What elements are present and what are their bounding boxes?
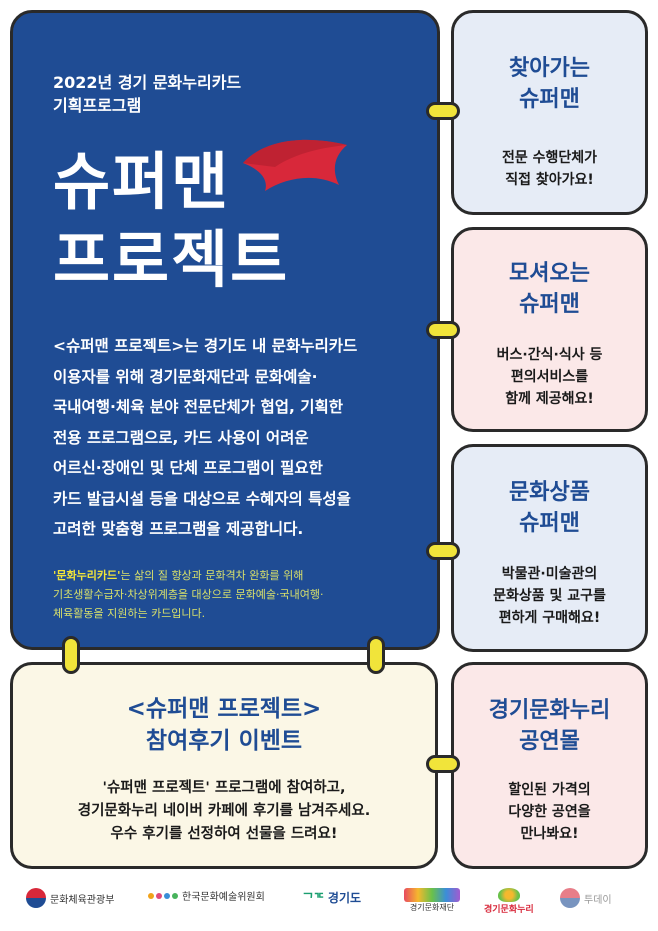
sponsor-logos: 문화체육관광부 한국문화예술위원회 ᄀᄀᄃ 경기도 경기문화재단 경기문화누리 … (0, 880, 658, 930)
logo-ggcf: 경기문화재단 (404, 888, 460, 913)
program-subtitle: 2022년 경기 문화누리카드 기획프로그램 (53, 71, 241, 117)
card-title-line: 슈퍼맨 (519, 87, 580, 112)
feature-card-visiting: 찾아가는 슈퍼맨 전문 수행단체가 직접 찾아가요! (451, 10, 648, 215)
event-title-line: 참여후기 이벤트 (145, 728, 303, 754)
event-body-line: 경기문화누리 네이버 카페에 후기를 남겨주세요. (77, 803, 371, 819)
tree-icon (497, 888, 520, 902)
desc-line: 국내여행·체육 분야 전문단체가 협업, 기획한 (53, 398, 344, 416)
card-title-line: 슈퍼맨 (519, 511, 580, 536)
logo-ggmunhwanuri: 경기문화누리 (484, 888, 534, 915)
card-body: 할인된 가격의 다양한 공연을 만나봐요! (454, 779, 645, 845)
card-title: 찾아가는 슈퍼맨 (454, 53, 645, 115)
logo-label: 문화체육관광부 (50, 894, 115, 906)
desc-line: 이용자를 위해 경기문화재단과 문화예술· (53, 367, 318, 386)
logo-label: 경기문화누리 (484, 905, 534, 915)
program-description: <슈퍼맨 프로젝트>는 경기도 내 문화누리카드 이용자를 위해 경기문화재단과… (53, 331, 433, 545)
feature-card-performance-mall: 경기문화누리 공연몰 할인된 가격의 다양한 공연을 만나봐요! (451, 662, 648, 869)
desc-line: 고려한 맞춤형 프로그램을 제공합니다. (53, 520, 304, 538)
card-title: 경기문화누리 공연몰 (454, 695, 645, 757)
logo-gyeonggi: ᄀᄀᄃ 경기도 (302, 888, 361, 907)
card-title-line: 찾아가는 (509, 56, 590, 81)
red-cape-icon (243, 139, 347, 191)
colorful-mark-icon (404, 888, 460, 902)
card-body-line: 편하게 구매해요! (498, 610, 601, 626)
card-body-line: 전문 수행단체가 (501, 150, 598, 166)
card-body-line: 박물관·미술관의 (501, 566, 598, 582)
card-body-line: 버스·간식·식사 등 (496, 347, 603, 363)
card-definition-note: '문화누리카드'는 삶의 질 향상과 문화격차 완화를 위해 기초생활수급자·차… (53, 566, 433, 623)
card-title-line: 경기문화누리 (488, 698, 611, 723)
card-title: 문화상품 슈퍼맨 (454, 477, 645, 539)
card-title-line: 공연몰 (519, 729, 580, 754)
card-title-line: 문화상품 (509, 480, 590, 505)
gyeonggi-mark-icon: ᄀᄀᄃ (302, 892, 325, 907)
card-body-line: 할인된 가격의 (508, 782, 591, 798)
feature-card-inviting: 모셔오는 슈퍼맨 버스·간식·식사 등 편의서비스를 함께 제공해요! (451, 227, 648, 432)
taeguk-icon (560, 888, 580, 908)
connector-link (62, 636, 80, 674)
note-keyword: '문화누리카드' (53, 569, 121, 582)
connector-link (367, 636, 385, 674)
logo-mcst: 문화체육관광부 (26, 888, 114, 908)
subtitle-line-1: 2022년 경기 문화누리카드 (53, 73, 242, 92)
card-title-line: 슈퍼맨 (519, 292, 580, 317)
note-line-1: 는 삶의 질 향상과 문화격차 완화를 위해 (120, 569, 304, 582)
card-body: 전문 수행단체가 직접 찾아가요! (454, 147, 645, 191)
note-line-2: 기초생활수급자·차상위계층을 대상으로 문화예술·국내여행· (53, 588, 324, 601)
logo-label: 경기도 (327, 891, 362, 905)
desc-line: 카드 발급시설 등을 대상으로 수혜자의 특성을 (53, 489, 351, 508)
event-title: <슈퍼맨 프로젝트> 참여후기 이벤트 (13, 693, 435, 757)
note-line-3: 체육활동을 지원하는 카드입니다. (53, 607, 206, 620)
logo-label: 투데이 (584, 894, 612, 906)
desc-line: <슈퍼맨 프로젝트>는 경기도 내 문화누리카드 (53, 337, 358, 355)
main-intro-panel: 2022년 경기 문화누리카드 기획프로그램 슈퍼맨 프로젝트 <슈퍼맨 프로젝… (10, 10, 440, 650)
hero-title-line-1: 슈퍼맨 (53, 145, 231, 218)
desc-line: 어르신·장애인 및 단체 프로그램이 필요한 (53, 459, 323, 477)
card-body-line: 문화상품 및 교구를 (493, 588, 606, 604)
connector-link (426, 542, 460, 560)
event-title-line: <슈퍼맨 프로젝트> (126, 696, 322, 722)
card-body: 버스·간식·식사 등 편의서비스를 함께 제공해요! (454, 344, 645, 410)
desc-line: 전용 프로그램으로, 카드 사용이 어려운 (53, 428, 309, 447)
card-body: 박물관·미술관의 문화상품 및 교구를 편하게 구매해요! (454, 563, 645, 629)
event-body-line: '슈퍼맨 프로젝트' 프로그램에 참여하고, (102, 780, 346, 796)
connector-link (426, 102, 460, 120)
card-body-line: 직접 찾아가요! (505, 172, 594, 188)
colored-dots-icon (148, 892, 178, 899)
card-body-line: 함께 제공해요! (505, 391, 594, 407)
review-event-panel: <슈퍼맨 프로젝트> 참여후기 이벤트 '슈퍼맨 프로젝트' 프로그램에 참여하… (10, 662, 438, 869)
subtitle-line-2: 기획프로그램 (53, 96, 142, 115)
logo-label: 한국문화예술위원회 (182, 892, 265, 903)
feature-card-goods: 문화상품 슈퍼맨 박물관·미술관의 문화상품 및 교구를 편하게 구매해요! (451, 444, 648, 652)
connector-link (426, 755, 460, 773)
logo-watermark: 투데이 (560, 888, 612, 908)
taeguk-icon (26, 888, 46, 908)
card-title: 모셔오는 슈퍼맨 (454, 258, 645, 320)
logo-label: 경기문화재단 (409, 903, 455, 912)
card-body-line: 만나봐요! (520, 826, 579, 842)
card-body-line: 다양한 공연을 (508, 804, 591, 820)
connector-link (426, 321, 460, 339)
logo-arko: 한국문화예술위원회 (148, 888, 265, 903)
event-body-line: 우수 후기를 선정하여 선물을 드려요! (110, 826, 338, 842)
card-title-line: 모셔오는 (509, 261, 590, 286)
card-body-line: 편의서비스를 (510, 369, 589, 385)
hero-title-line-2: 프로젝트 (53, 223, 290, 296)
event-body: '슈퍼맨 프로젝트' 프로그램에 참여하고, 경기문화누리 네이버 카페에 후기… (13, 777, 435, 846)
